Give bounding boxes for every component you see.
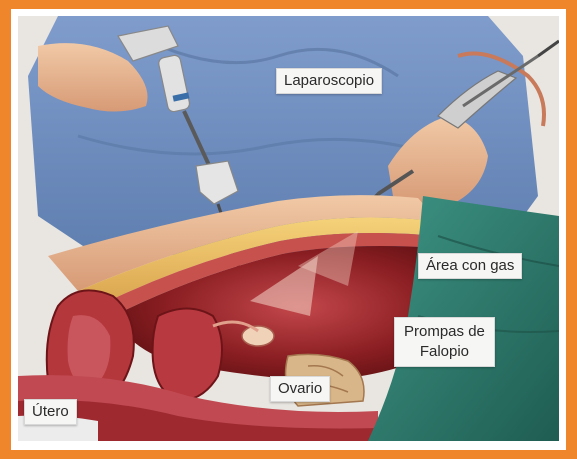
label-utero: Útero [24, 399, 77, 425]
label-laparoscopio: Laparoscopio [276, 68, 382, 94]
ovary [242, 326, 274, 346]
label-ovario: Ovario [270, 376, 330, 402]
label-prompas-line2: Falopio [404, 342, 485, 362]
label-area-con-gas: Área con gas [418, 253, 522, 279]
label-prompas-line1: Prompas de [404, 322, 485, 342]
label-prompas-de-falopio: Prompas de Falopio [394, 317, 495, 367]
laparoscopy-illustration: Laparoscopio Área con gas Prompas de Fal… [18, 16, 559, 441]
